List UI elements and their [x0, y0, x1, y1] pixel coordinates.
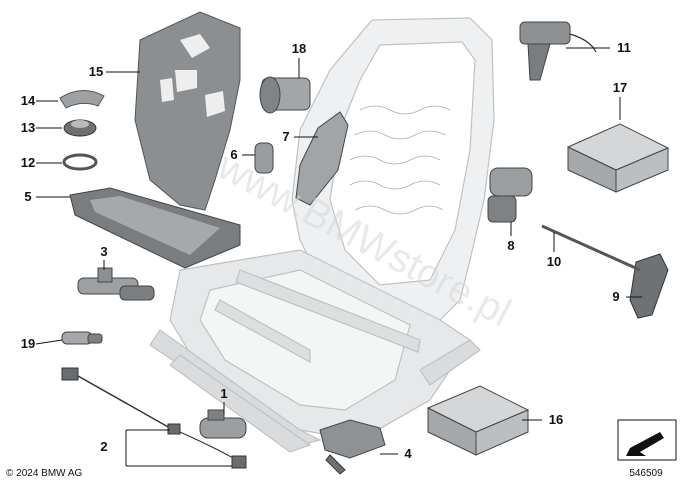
part-labels: 15 14 13 12 5 3 19 2 1 4 6 7 18 8 11 17 …	[21, 40, 631, 461]
part-label-15[interactable]: 15	[89, 64, 103, 79]
part-label-14[interactable]: 14	[21, 93, 36, 108]
socket-13	[63, 119, 97, 137]
part-label-6[interactable]: 6	[230, 147, 237, 162]
part-label-12[interactable]: 12	[21, 155, 35, 170]
box-16	[426, 385, 530, 456]
connector-19	[61, 331, 103, 345]
control-unit-11	[519, 21, 597, 81]
motor-1	[199, 409, 247, 439]
part-label-5[interactable]: 5	[24, 189, 31, 204]
diagram-id: 546509	[629, 468, 663, 479]
part-label-2[interactable]: 2	[100, 439, 107, 454]
seat-frame	[149, 17, 495, 453]
motor-8	[487, 167, 533, 223]
belt-buckle-9	[629, 253, 669, 319]
seat-tray-5	[69, 187, 241, 269]
part-label-17[interactable]: 17	[613, 80, 627, 95]
part-label-7[interactable]: 7	[282, 129, 289, 144]
backrest-panel-15	[134, 11, 241, 211]
part-label-16[interactable]: 16	[549, 412, 563, 427]
rod-10	[541, 224, 641, 272]
orientation-arrow-icon	[617, 419, 677, 461]
part-label-18[interactable]: 18	[292, 41, 306, 56]
leader-lines	[35, 47, 642, 467]
cover-14	[59, 90, 105, 109]
backrest-springs	[349, 105, 451, 215]
part-label-11[interactable]: 11	[617, 40, 631, 55]
part-label-3[interactable]: 3	[100, 244, 107, 259]
part-label-8[interactable]: 8	[507, 238, 514, 253]
motor-3	[77, 267, 155, 301]
part-label-10[interactable]: 10	[547, 254, 561, 269]
bracket-18	[259, 76, 311, 114]
side-airbag-7	[295, 111, 349, 206]
cable-2	[61, 367, 247, 469]
ring-12	[62, 153, 98, 171]
part-label-19[interactable]: 19	[21, 336, 35, 351]
part-label-1[interactable]: 1	[220, 386, 227, 401]
box-17	[566, 123, 670, 193]
copyright-notice: © 2024 BMW AG	[6, 468, 83, 479]
part-label-4[interactable]: 4	[404, 446, 412, 461]
part-label-13[interactable]: 13	[21, 120, 35, 135]
adjuster-4	[319, 419, 386, 475]
motor-6	[254, 142, 274, 174]
part-label-9[interactable]: 9	[612, 289, 619, 304]
